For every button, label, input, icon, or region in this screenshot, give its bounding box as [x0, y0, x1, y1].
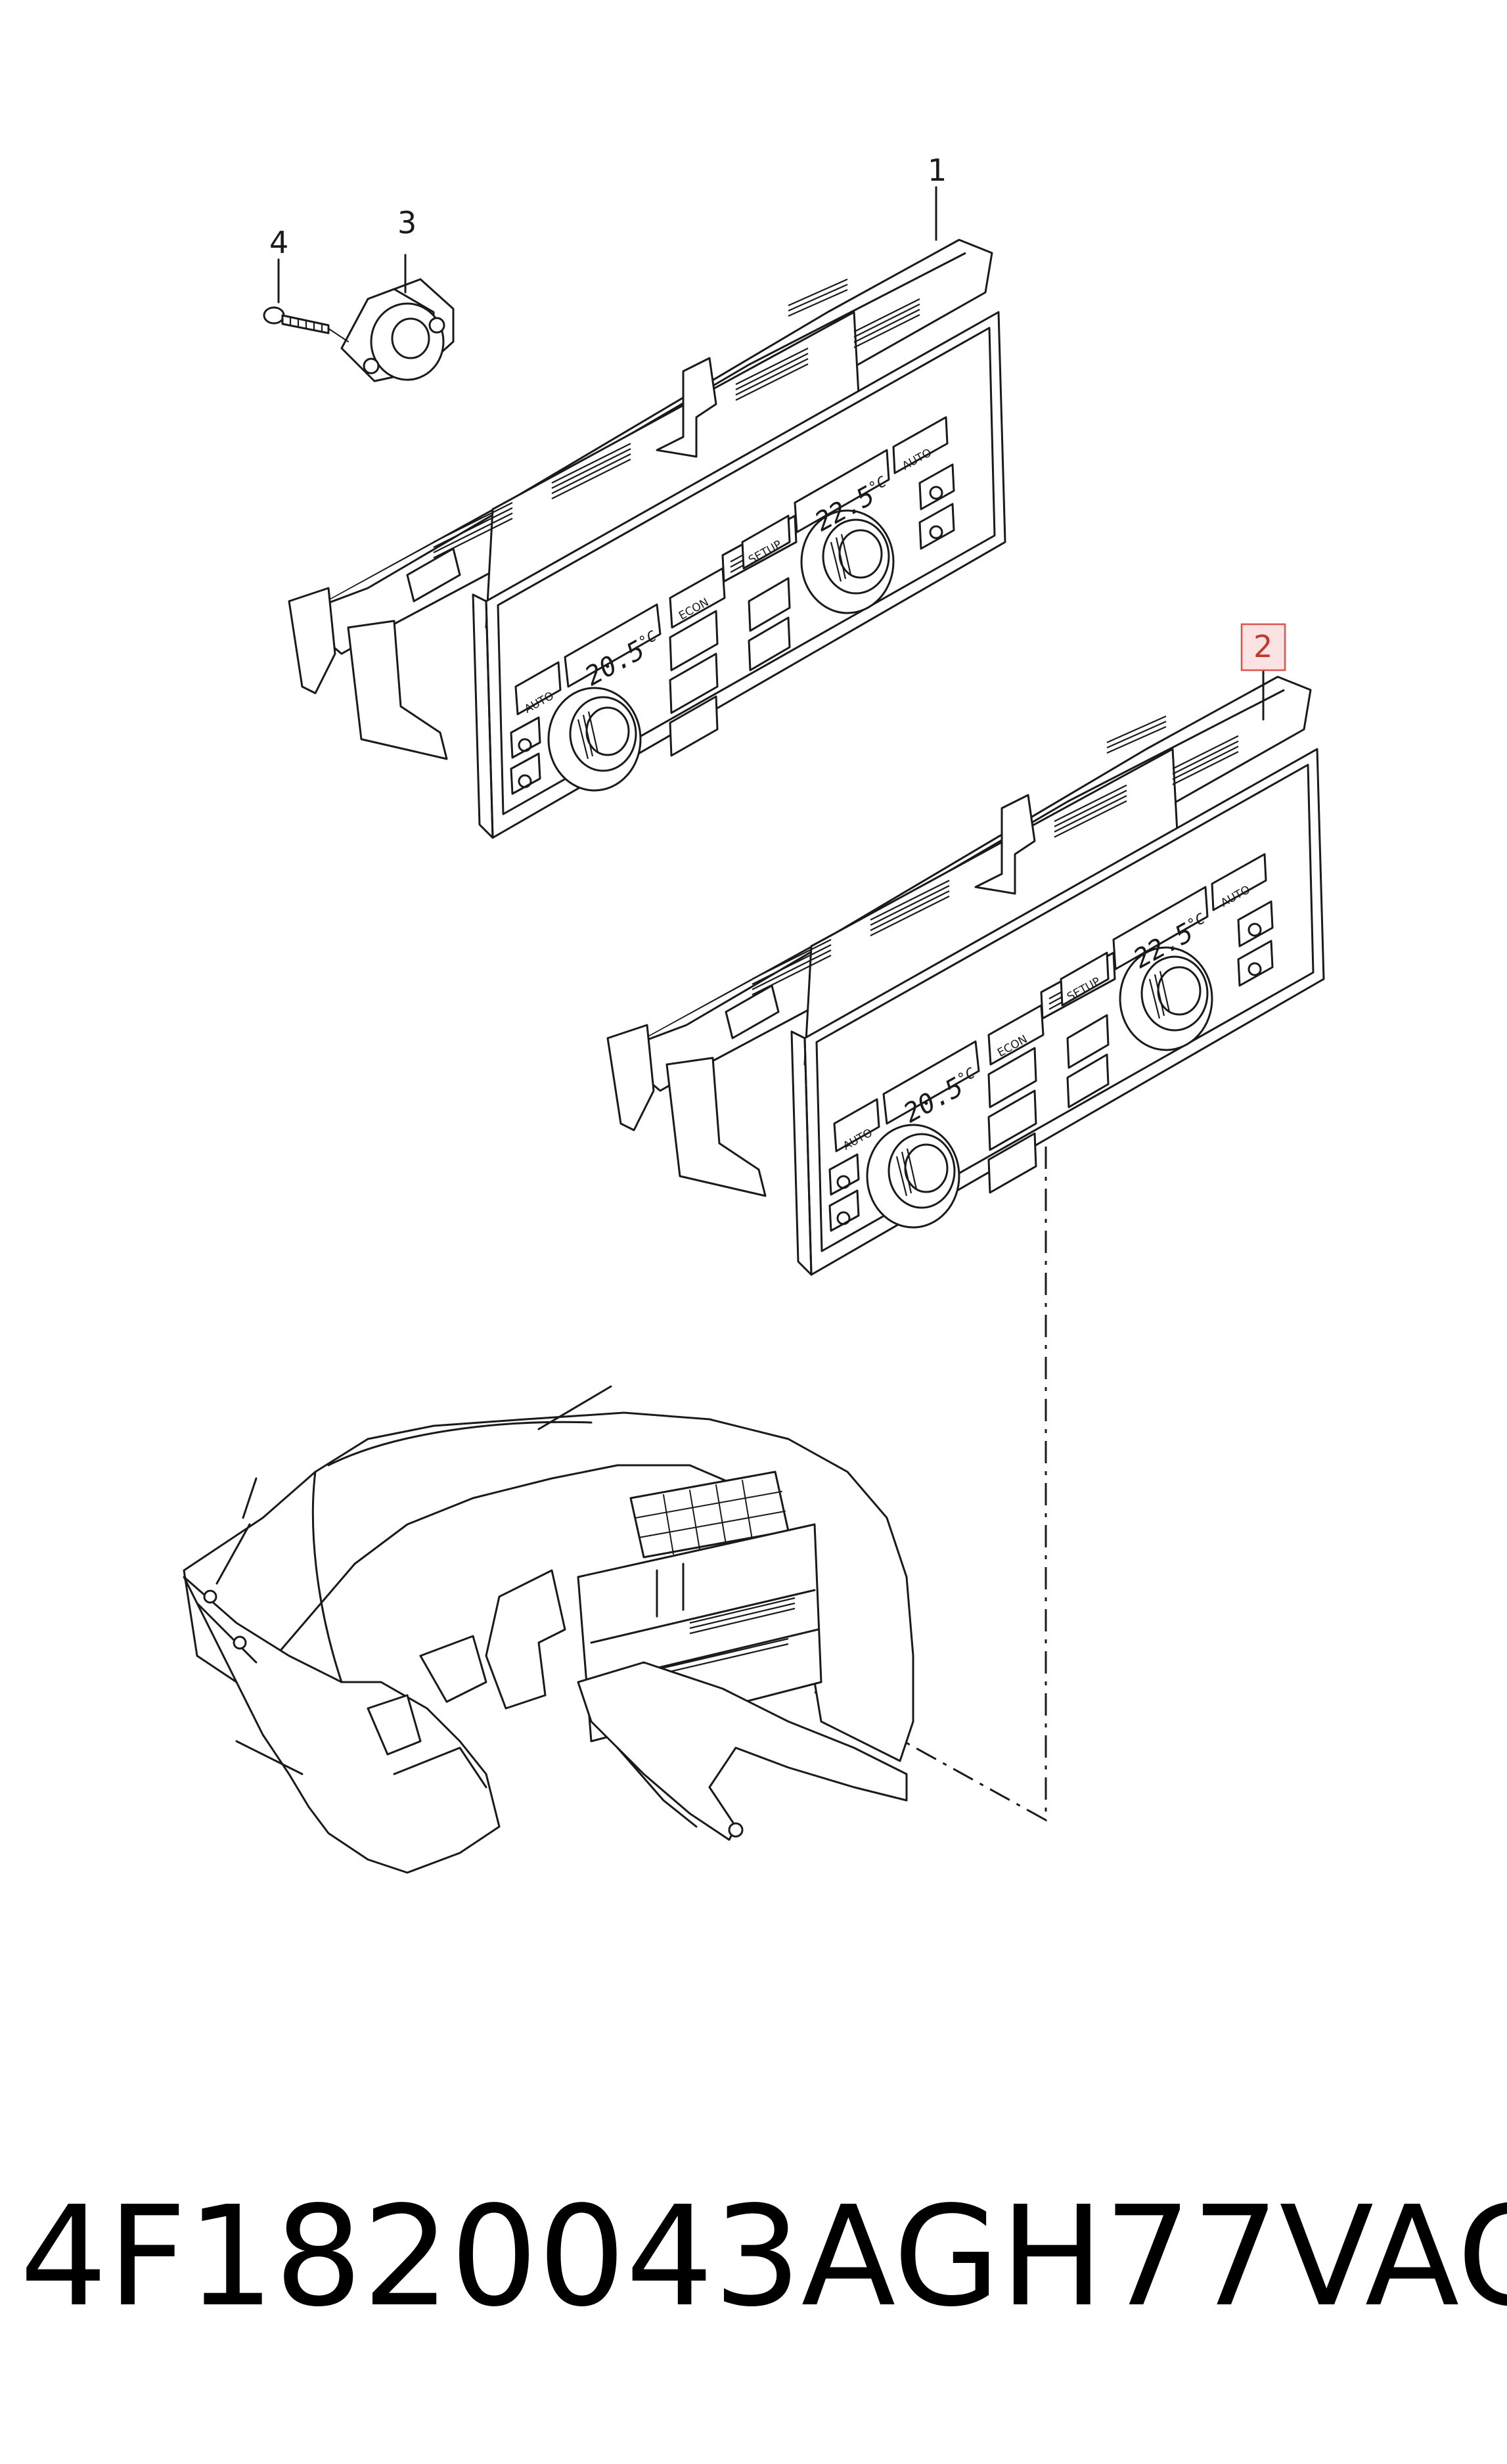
brand-label: VAG [1279, 2176, 1507, 2337]
dashboard-center-console [183, 1385, 914, 1874]
callout-2: 2 [1253, 629, 1272, 664]
climate-control-unit-2: AUTO AUTO 20.5°C 22.5°C ECON SETUP [606, 675, 1325, 1276]
callout-1: 1 [928, 152, 947, 188]
climate-control-unit-1: AUTO AUTO 20.5°C 22.5°C ECON SETUP [288, 239, 1006, 839]
callout-3: 3 [397, 205, 416, 240]
footer: 4F1820043AGH77 VAG [20, 2175, 1507, 2339]
callout-4: 4 [269, 225, 288, 260]
callout-2-highlight [1240, 623, 1286, 672]
part-4-screw [263, 258, 349, 342]
part-3-sensor [340, 254, 455, 382]
part-number: 4F1820043AGH77 [20, 2176, 1280, 2337]
